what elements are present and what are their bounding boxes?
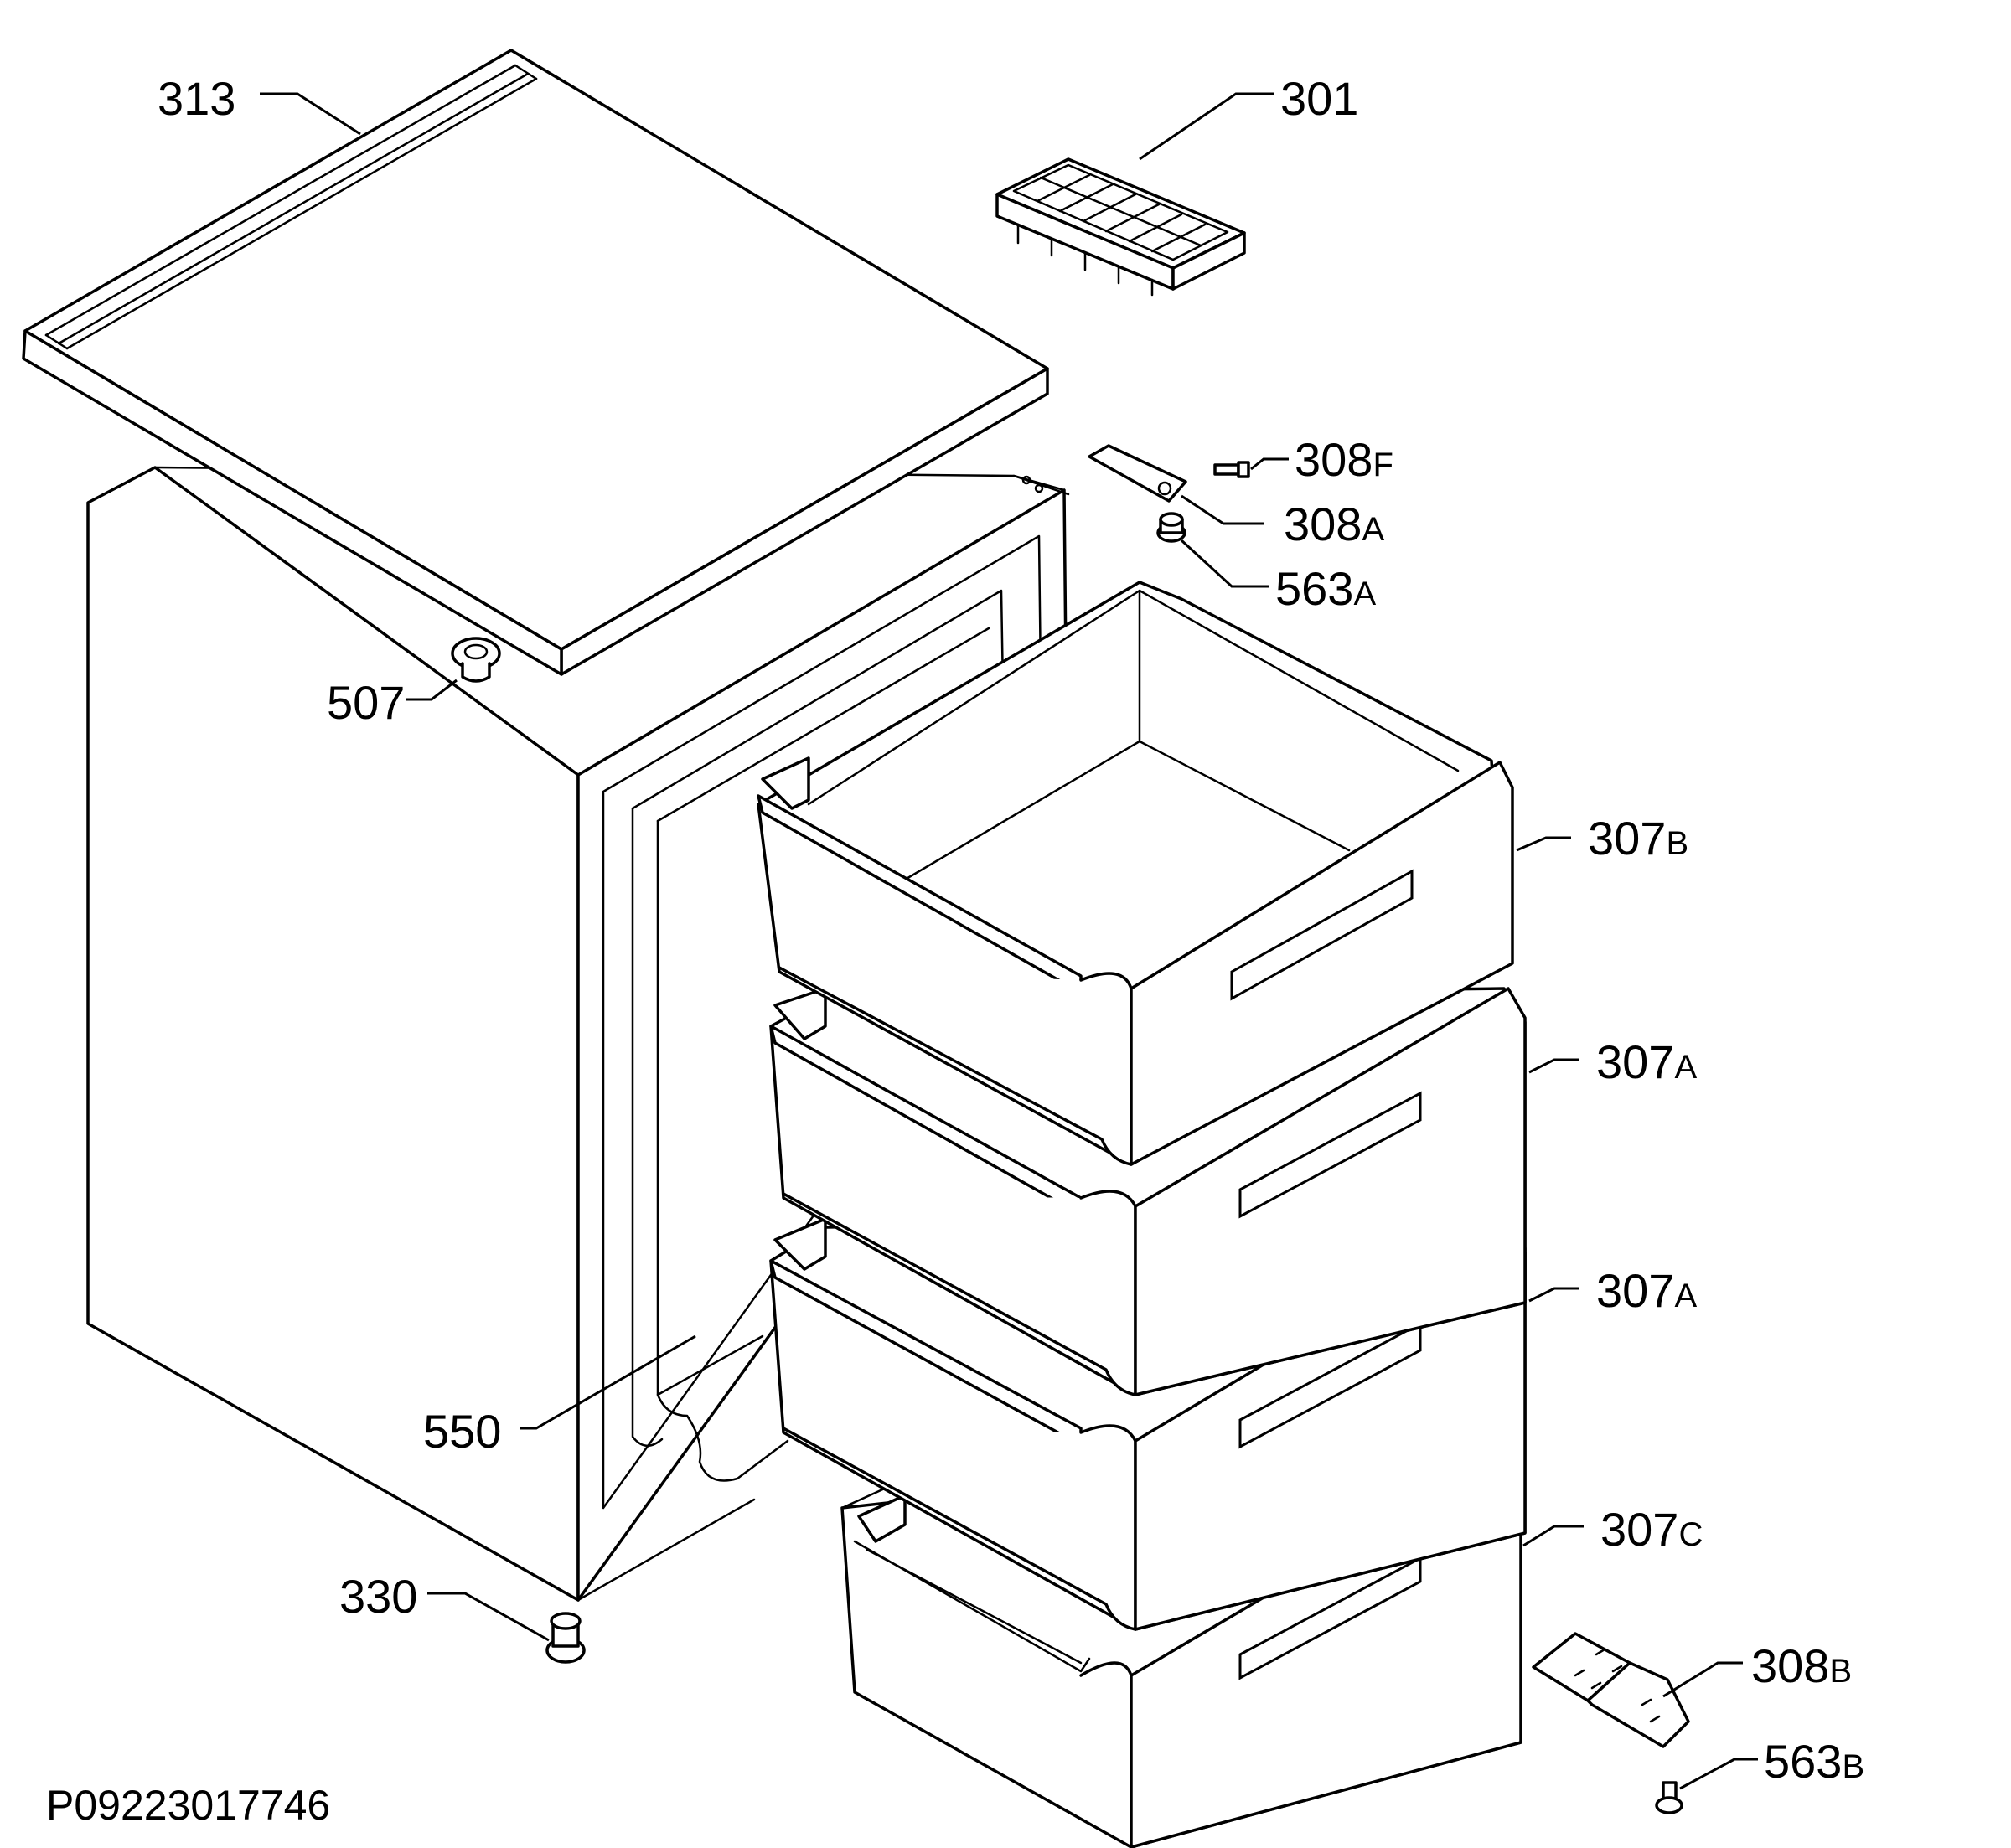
leader-lines (260, 92, 1758, 1790)
leader-308b (1662, 1661, 1743, 1698)
label-563b: 563B (1764, 1735, 1864, 1788)
label-301: 301 (1280, 72, 1358, 125)
drawing-reference-code: P09223017746 (46, 1782, 330, 1829)
leader-308a (1181, 494, 1264, 525)
leader-563a (1180, 539, 1269, 588)
worktop-313 (22, 49, 1049, 676)
ice-tray-301 (995, 157, 1246, 297)
label-307a-upper: 307A (1596, 1035, 1697, 1088)
hinge-bush-507 (451, 637, 501, 683)
label-308b: 308B (1751, 1639, 1852, 1692)
leader-313 (260, 92, 361, 136)
label-307b: 307B (1588, 812, 1688, 865)
drawer-307a-upper (769, 987, 1527, 1396)
label-307c: 307C (1600, 1503, 1703, 1556)
hinge-plate-308a (1088, 444, 1187, 503)
label-563a: 563A (1275, 562, 1376, 615)
label-330: 330 (339, 1570, 417, 1623)
pin-308f (1213, 461, 1250, 478)
leader-550 (520, 1334, 696, 1430)
foot-330 (545, 1612, 586, 1664)
label-307a-lower: 307A (1596, 1264, 1697, 1317)
leader-301 (1139, 92, 1274, 161)
drawer-307b (757, 581, 1514, 1166)
leader-307b (1516, 836, 1571, 852)
label-308a: 308A (1284, 498, 1384, 550)
leader-307a-lower (1528, 1287, 1579, 1303)
leader-307c (1522, 1525, 1584, 1547)
part-labels: 313 301 308F 308A 563A 507 307B 307A 307… (158, 72, 1864, 1788)
label-550: 550 (423, 1405, 501, 1458)
label-308f: 308F (1295, 433, 1393, 486)
label-507: 507 (327, 676, 405, 729)
leader-330 (427, 1592, 550, 1642)
leader-307a-upper (1528, 1058, 1579, 1074)
label-313: 313 (158, 72, 235, 125)
leader-507 (406, 679, 458, 701)
leader-563b (1679, 1758, 1758, 1790)
hinge-308b (1532, 1632, 1690, 1748)
leader-308f (1250, 457, 1289, 471)
bush-563a (1156, 512, 1186, 543)
screw-563b (1655, 1781, 1683, 1814)
